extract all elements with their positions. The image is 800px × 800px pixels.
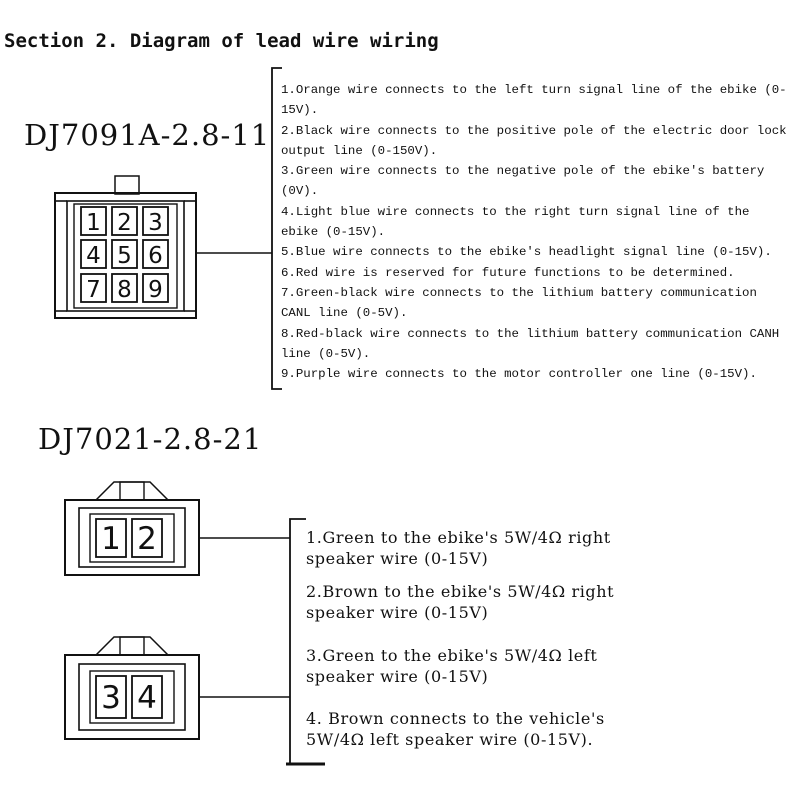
wire-description: 6.Red wire is reserved for future functi…	[281, 265, 735, 280]
pin-label: 1	[86, 210, 101, 236]
pin-label: 2	[137, 521, 157, 557]
wire-description: 8.Red-black wire connects to the lithium…	[281, 326, 780, 361]
wire-description: 2.Brown to the ebike's 5W/4Ω right speak…	[306, 582, 615, 622]
wire-description: 4.Light blue wire connects to the right …	[281, 204, 750, 240]
wire-description: 3.Green wire connects to the negative po…	[281, 164, 765, 199]
connector-9pin-housing	[54, 175, 197, 319]
connector-9pin-descriptions: 1.Orange wire connects to the left turn …	[281, 80, 791, 384]
pin-label: 8	[117, 277, 132, 303]
connector-4pin-leader	[199, 518, 325, 766]
connector-2pin-upper-housing	[64, 481, 200, 576]
wire-description: 1.Orange wire connects to the left turn …	[281, 83, 787, 118]
pin-label: 4	[86, 243, 101, 269]
pin-label: 3	[101, 680, 121, 716]
wire-description: 7.Green-black wire connects to the lithi…	[281, 285, 757, 321]
section-title: Section 2. Diagram of lead wire wiring	[4, 30, 439, 52]
pin-label: 1	[101, 521, 121, 557]
pin-label: 7	[86, 277, 101, 303]
wire-description: 1.Green to the ebike's 5W/4Ω right speak…	[306, 528, 611, 568]
wire-description: 2.Black wire connects to the positive po…	[281, 123, 787, 158]
pin-label: 4	[137, 680, 157, 716]
pin-label: 2	[117, 210, 132, 236]
connector-4pin-pin-labels: 1 2 3 4	[101, 521, 157, 716]
connector-9pin-model: DJ7091A-2.8-11	[24, 118, 271, 152]
pin-label: 3	[148, 210, 163, 236]
connector-2pin-lower-housing	[64, 636, 200, 740]
wire-description: 5.Blue wire connects to the ebike's head…	[281, 245, 772, 260]
connector-4pin-model: DJ7021-2.8-21	[38, 422, 263, 456]
wire-description: 3.Green to the ebike's 5W/4Ω left speake…	[306, 646, 598, 686]
connector-9pin-leader	[196, 67, 282, 390]
connector-9pin-cells	[80, 206, 169, 303]
wire-description: 4. Brown connects to the vehicle's 5W/4Ω…	[306, 709, 605, 749]
pin-label: 5	[117, 243, 132, 269]
pin-label: 9	[148, 277, 163, 303]
wire-description: 9.Purple wire connects to the motor cont…	[281, 367, 757, 382]
connector-9pin-pin-labels: 1 2 3 4 5 6 7 8 9	[86, 210, 163, 303]
pin-label: 6	[148, 243, 163, 269]
